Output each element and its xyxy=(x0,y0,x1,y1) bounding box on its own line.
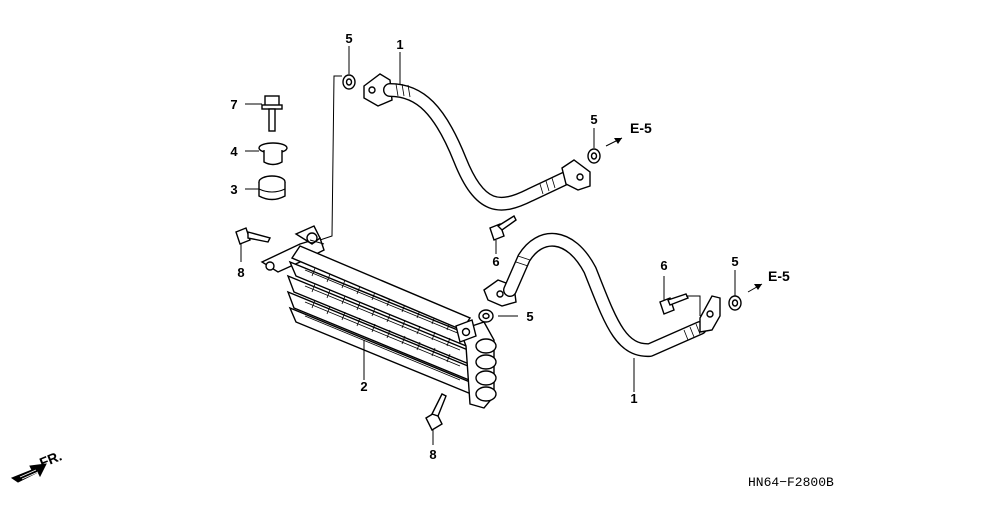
callout-washer-d: 5 xyxy=(731,254,738,269)
front-arrow-icon xyxy=(10,463,47,483)
bolt-lower xyxy=(659,293,689,315)
callout-grommet: 3 xyxy=(230,182,237,197)
callout-washer-c: 5 xyxy=(526,309,533,324)
callout-hose-upper: 1 xyxy=(396,37,403,52)
callout-bolt-left: 8 xyxy=(237,265,244,280)
hose-upper xyxy=(363,73,591,211)
oil-cooler xyxy=(260,225,497,409)
collar xyxy=(258,142,288,166)
callout-washer-b: 5 xyxy=(590,112,597,127)
grommet xyxy=(258,175,286,201)
callout-bolt-mount: 7 xyxy=(230,97,237,112)
callout-hose-lower: 1 xyxy=(630,391,637,406)
callout-washer-a: 5 xyxy=(345,31,352,46)
callout-bolt-upper: 6 xyxy=(492,254,499,269)
ref-upper: E-5 xyxy=(630,120,652,136)
callout-bolt-bottom: 8 xyxy=(429,447,436,462)
callout-oil-cooler: 2 xyxy=(360,379,367,394)
diagram-code: HN64−F2800B xyxy=(748,475,834,490)
ref-lower: E-5 xyxy=(768,268,790,284)
bolt-left xyxy=(235,227,272,245)
bolt-upper xyxy=(489,214,517,241)
callout-collar: 4 xyxy=(230,144,238,159)
callout-bolt-lower: 6 xyxy=(660,258,667,273)
bolt-mount xyxy=(261,95,283,132)
leader-lines xyxy=(240,46,736,445)
front-label: FR. xyxy=(37,447,64,470)
bolt-bottom xyxy=(425,393,447,431)
hose-lower xyxy=(483,232,721,358)
